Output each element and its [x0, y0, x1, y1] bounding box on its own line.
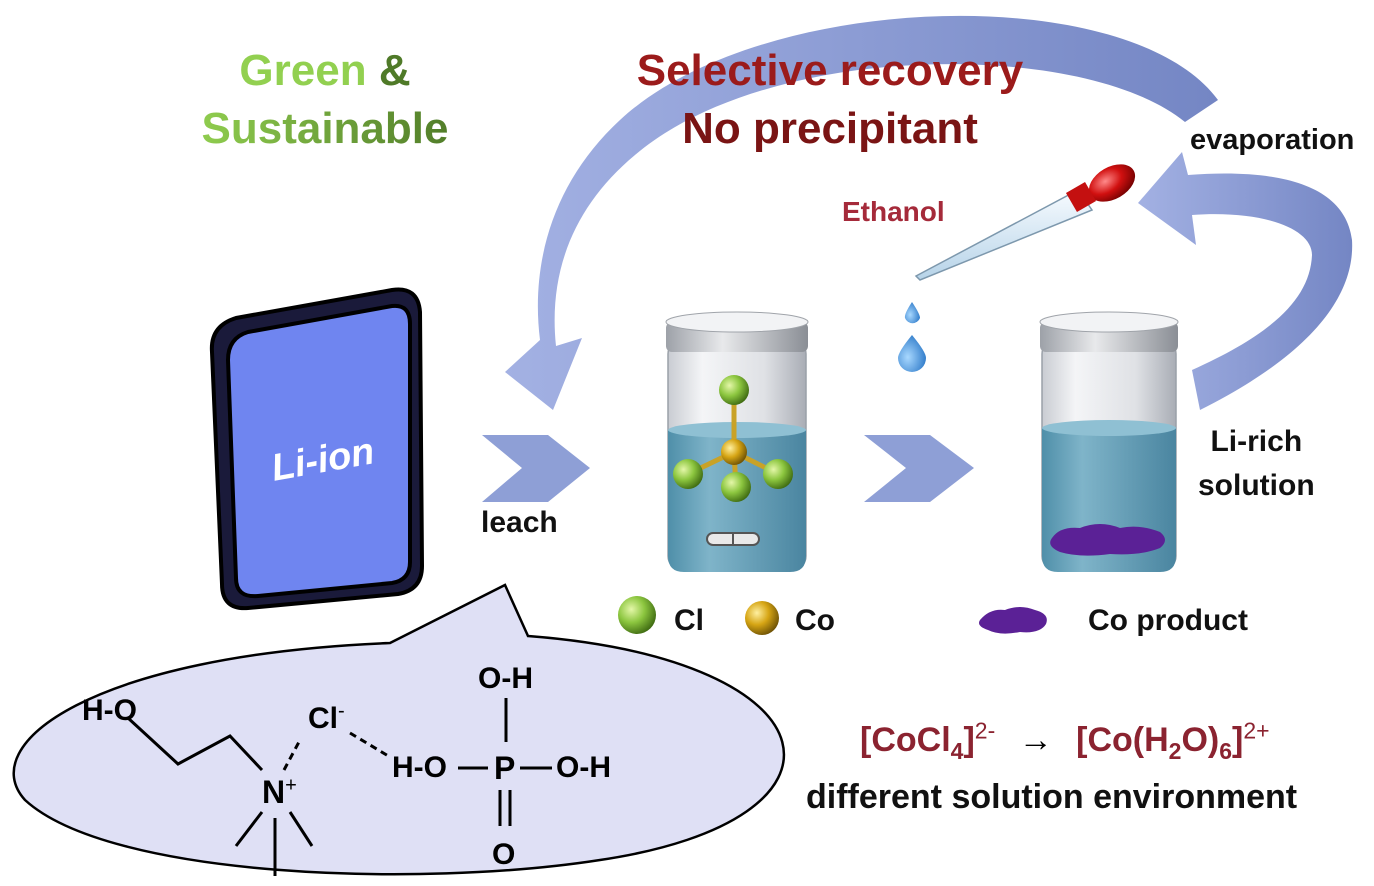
mol-oh-top-label: O-H	[478, 662, 533, 695]
legend-co-product-blob	[979, 607, 1047, 634]
selective-recovery-title: Selective recovery No precipitant	[615, 42, 1045, 158]
legend-cl-label: Cl	[674, 604, 704, 637]
ethanol-drop-small	[904, 302, 920, 324]
mol-cl-charge: -	[338, 700, 345, 722]
cocl4-sub: 4	[950, 738, 964, 765]
legend-co-ball	[745, 601, 779, 635]
ethanol-pipette	[914, 164, 1136, 281]
li-ion-battery	[209, 287, 425, 611]
ampersand: &	[378, 46, 411, 95]
cohexaaqua-complex: [Co(H2O)6]2+	[1076, 718, 1270, 764]
recycle-arrow-large	[505, 15, 1218, 410]
molecule-bonds	[126, 698, 552, 876]
coaq-charge: 2+	[1243, 718, 1270, 744]
cocl4-close: ]	[963, 721, 975, 760]
no-precipitant-line: No precipitant	[682, 104, 978, 153]
legend-cl-ball	[618, 596, 656, 634]
mol-n-charge: +	[285, 774, 297, 797]
coaq-mid: O)	[1181, 721, 1220, 760]
li-rich-line: Li-rich	[1210, 425, 1303, 458]
mol-n-label: N+	[262, 774, 297, 811]
equation-caption: different solution environment	[806, 778, 1298, 816]
legend-co-product-label: Co product	[1088, 604, 1248, 637]
green-word: Green	[239, 46, 367, 95]
coaq-sub2: 6	[1219, 738, 1233, 765]
coaq-close: ]	[1232, 721, 1244, 760]
chevron-arrow-leach	[482, 435, 590, 502]
molecule-bubble	[12, 583, 786, 876]
cocl4-charge: 2-	[974, 718, 996, 744]
coaq-sub1: 2	[1168, 738, 1182, 765]
li-rich-solution-label: Li-rich solution	[1198, 420, 1315, 508]
complex-equation: [CoCl4]2- → [Co(H2O)6]2+	[860, 718, 1270, 765]
reaction-arrow: →	[1018, 721, 1053, 760]
evaporation-label: evaporation	[1190, 124, 1355, 156]
mol-p-label: P	[494, 750, 516, 786]
mol-cl-symbol: Cl	[308, 702, 338, 735]
mol-ho-left-label: H-O	[392, 751, 447, 784]
mol-oh-right-label: O-H	[556, 751, 611, 784]
mol-o-bottom-label: O	[492, 838, 516, 871]
ethanol-drop-large	[898, 335, 926, 372]
green-sustainable-title: Green & Sustainable	[190, 42, 460, 158]
cocl4-complex: [CoCl4]2-	[860, 718, 996, 764]
sustainable-word: Sustainable	[190, 100, 460, 158]
leach-label: leach	[481, 506, 558, 539]
recycle-arrow-small	[1138, 152, 1353, 410]
vial-co-product	[1039, 311, 1179, 572]
solution-line: solution	[1198, 469, 1315, 502]
ethanol-label: Ethanol	[842, 196, 945, 227]
mol-ho-label: H-O	[82, 694, 137, 727]
coaq-open: [Co(H	[1076, 721, 1169, 760]
co-product-precipitate	[1050, 524, 1165, 556]
selective-recovery-line: Selective recovery	[636, 46, 1024, 95]
chevron-arrow-middle	[864, 435, 974, 502]
cocl4-open: [CoCl	[860, 721, 951, 760]
vial-leach-solution	[665, 311, 809, 572]
legend-co-label: Co	[795, 604, 835, 637]
mol-cl-label: Cl-	[308, 700, 345, 736]
mol-n-symbol: N	[262, 774, 286, 810]
